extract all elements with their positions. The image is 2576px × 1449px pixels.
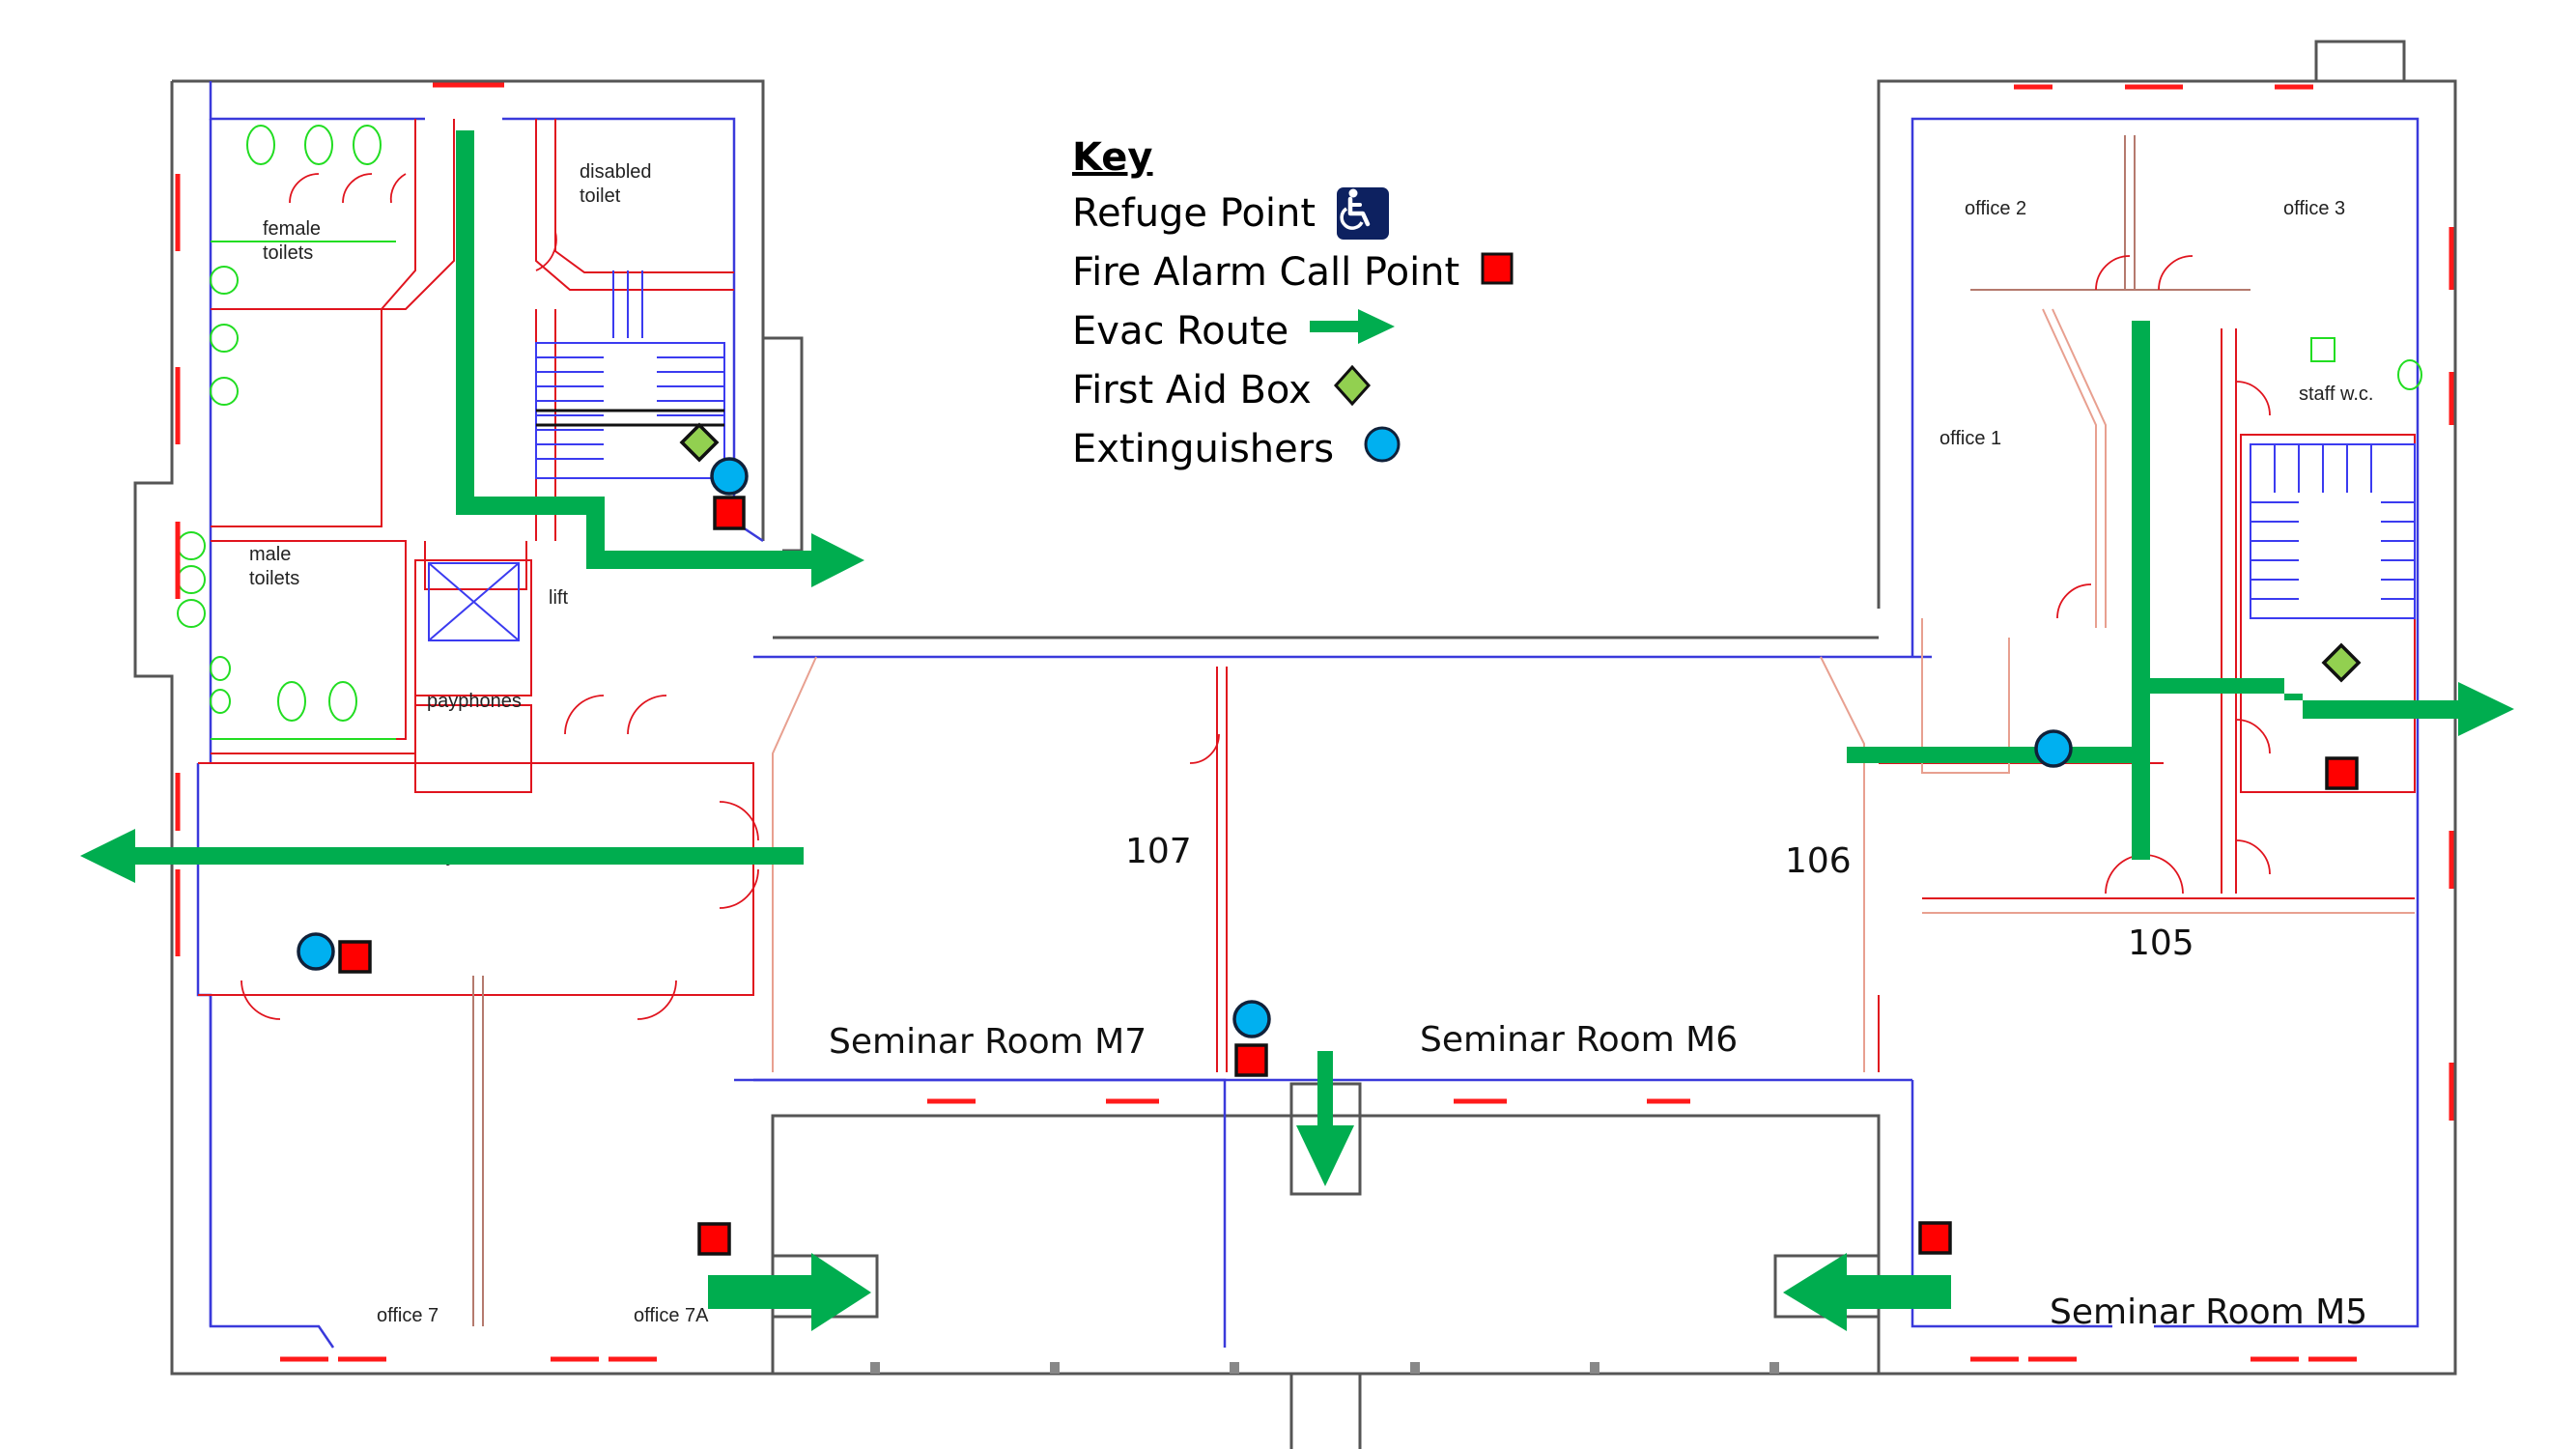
courtyard-posts	[870, 1362, 1779, 1374]
evac-route-south-center	[1296, 1051, 1354, 1186]
label-office-2: office 2	[1965, 198, 2026, 219]
doors	[241, 173, 2271, 1020]
red-square-icon	[1481, 250, 1514, 295]
fire-alarm-icon	[2325, 756, 2359, 790]
blue-circle-icon	[1363, 425, 1401, 473]
extinguisher-icon	[1232, 1000, 1271, 1038]
key-title: Key	[1072, 135, 1153, 180]
label-disabled-toilet-1: disabled	[580, 161, 652, 183]
key-label-aid: First Aid Box	[1072, 367, 1312, 412]
first-aid-icon	[679, 422, 720, 463]
label-room-106: 106	[1785, 841, 1852, 881]
fire-alarm-icon	[1234, 1043, 1268, 1077]
label-female-toilets-1: female	[263, 218, 321, 240]
inner-walls-blue	[196, 81, 2420, 1349]
first-aid-boxes	[679, 422, 2362, 683]
stairs-right	[2250, 443, 2416, 619]
evac-route-foyer-west	[80, 829, 804, 883]
fire-alarm-icon	[697, 1222, 731, 1256]
label-office-7a: office 7A	[634, 1305, 709, 1326]
wheelchair-icon	[1337, 186, 1390, 240]
key-label-evac: Evac Route	[1072, 308, 1289, 354]
key-label-ext: Extinguishers	[1072, 426, 1335, 471]
label-male-toilets-1: male	[249, 544, 291, 565]
label-room-105: 105	[2128, 923, 2194, 963]
label-room-107: 107	[1125, 832, 1192, 871]
evac-routes	[80, 130, 2514, 1331]
label-lift: lift	[549, 587, 568, 609]
label-staff-wc: staff w.c.	[2299, 384, 2373, 405]
extinguisher-icon	[2034, 729, 2073, 768]
fire-alarm-icon	[338, 940, 372, 974]
label-female-toilets-2: toilets	[263, 242, 313, 264]
key-item-refuge: Refuge Point	[1072, 184, 1514, 242]
evac-route-seminar-m5	[1783, 1253, 1951, 1331]
label-office-7: office 7	[377, 1305, 439, 1326]
fire-alarm-call-points	[338, 496, 2359, 1256]
evac-route-stair-left	[456, 130, 864, 587]
fire-alarm-icon	[1918, 1221, 1952, 1255]
extinguisher-icon	[297, 932, 335, 971]
evac-route-office-7a	[708, 1253, 871, 1331]
label-disabled-toilet-2: toilet	[580, 185, 621, 207]
label-seminar-m7: Seminar Room M7	[829, 1022, 1146, 1062]
label-male-toilets-2: toilets	[249, 568, 299, 589]
windows	[175, 82, 2454, 1362]
label-office-1: office 1	[1939, 428, 2001, 449]
fire-alarm-icon	[713, 496, 746, 530]
label-seminar-m5: Seminar Room M5	[2050, 1293, 2367, 1332]
label-payphones: payphones	[427, 691, 522, 712]
lift-shaft	[428, 562, 520, 641]
sanitary-fixtures	[177, 125, 2422, 740]
key-item-evac: Evac Route	[1072, 301, 1514, 360]
green-diamond-icon	[1333, 364, 1372, 416]
interior-walls-light	[472, 135, 2415, 1326]
label-seminar-m6: Seminar Room M6	[1420, 1020, 1738, 1060]
extinguisher-icon	[710, 457, 749, 496]
map-key: Key Refuge Point Fire Alarm Call Point E…	[1072, 135, 1514, 478]
key-item-aid: First Aid Box	[1072, 360, 1514, 419]
green-arrow-icon	[1310, 307, 1396, 355]
key-item-alarm: Fire Alarm Call Point	[1072, 242, 1514, 301]
key-label-refuge: Refuge Point	[1072, 190, 1316, 236]
label-office-3: office 3	[2283, 198, 2345, 219]
key-item-ext: Extinguishers	[1072, 419, 1514, 478]
stairs-left	[535, 270, 725, 479]
first-aid-icon	[2321, 642, 2362, 683]
key-label-alarm: Fire Alarm Call Point	[1072, 249, 1460, 295]
extinguishers	[297, 457, 2073, 1038]
room-labels: female toilets disabled toilet male toil…	[249, 161, 2373, 1332]
